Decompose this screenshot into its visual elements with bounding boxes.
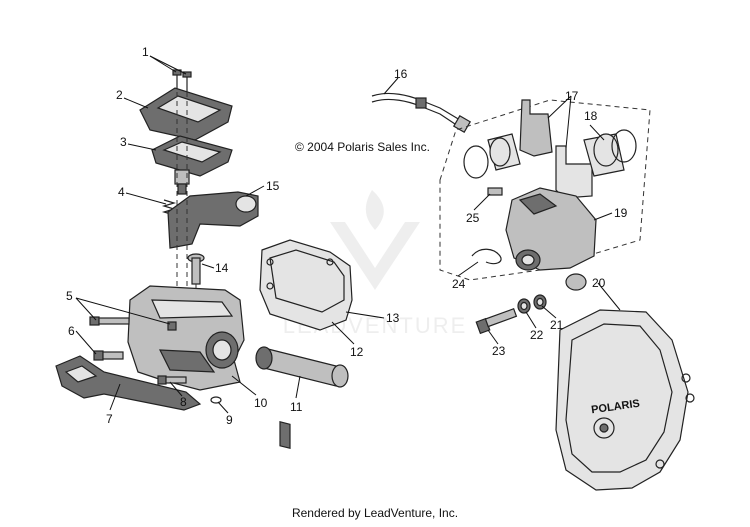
retaining-clip [471, 248, 502, 265]
brake-lever [55, 355, 202, 411]
callout-9: 9 [226, 413, 233, 427]
callout-11: 11 [290, 400, 303, 414]
callout-7: 7 [106, 412, 113, 426]
callout-17: 17 [565, 89, 579, 103]
callout-12: 12 [350, 345, 364, 359]
callout-4: 4 [118, 185, 125, 199]
screw-8 [157, 375, 187, 385]
plunger [174, 169, 190, 195]
leader-lines [75, 55, 621, 414]
callout-6: 6 [68, 324, 75, 338]
caliper-pistons [463, 129, 637, 179]
callout-5: 5 [66, 289, 73, 303]
callout-20: 20 [592, 276, 606, 290]
reservoir-cover [139, 87, 233, 141]
brake-pads [519, 99, 593, 199]
callout-21: 21 [550, 318, 564, 332]
callout-23: 23 [492, 344, 506, 358]
caliper-bolt [475, 307, 518, 335]
callout-13: 13 [386, 311, 400, 325]
diaphragm [151, 135, 233, 177]
copyright-notice: © 2004 Polaris Sales Inc. [295, 140, 430, 154]
callout-24: 24 [452, 277, 466, 291]
bolt-6 [93, 350, 124, 361]
callout-22: 22 [530, 328, 544, 342]
clip-9 [210, 396, 222, 404]
callout-14: 14 [215, 261, 229, 275]
callout-labels: 1 2 3 4 15 5 6 7 8 9 10 11 12 13 14 16 1… [66, 45, 628, 427]
master-cylinder-body [127, 285, 245, 391]
pin [187, 253, 205, 285]
cover-plate [259, 239, 353, 331]
footer-credit: Rendered by LeadVenture, Inc. [291, 506, 459, 520]
callout-2: 2 [116, 88, 123, 102]
brake-cover: POLARIS [555, 309, 695, 491]
piston-assembly [255, 346, 349, 450]
callout-10: 10 [254, 396, 268, 410]
callout-18: 18 [584, 109, 598, 123]
washers [517, 294, 547, 314]
bleeder-screw [487, 187, 503, 196]
callout-25: 25 [466, 211, 480, 225]
callout-15: 15 [266, 179, 280, 193]
lever-arm [167, 191, 259, 249]
callout-8: 8 [180, 395, 187, 409]
callout-1: 1 [142, 45, 149, 59]
brake-line [371, 92, 472, 134]
callout-16: 16 [394, 67, 408, 81]
mounting-screws [89, 316, 177, 331]
callout-3: 3 [120, 135, 127, 149]
caliper-guide-box [439, 99, 651, 281]
callout-19: 19 [614, 206, 628, 220]
caliper-body [505, 187, 597, 291]
spring [161, 199, 177, 216]
